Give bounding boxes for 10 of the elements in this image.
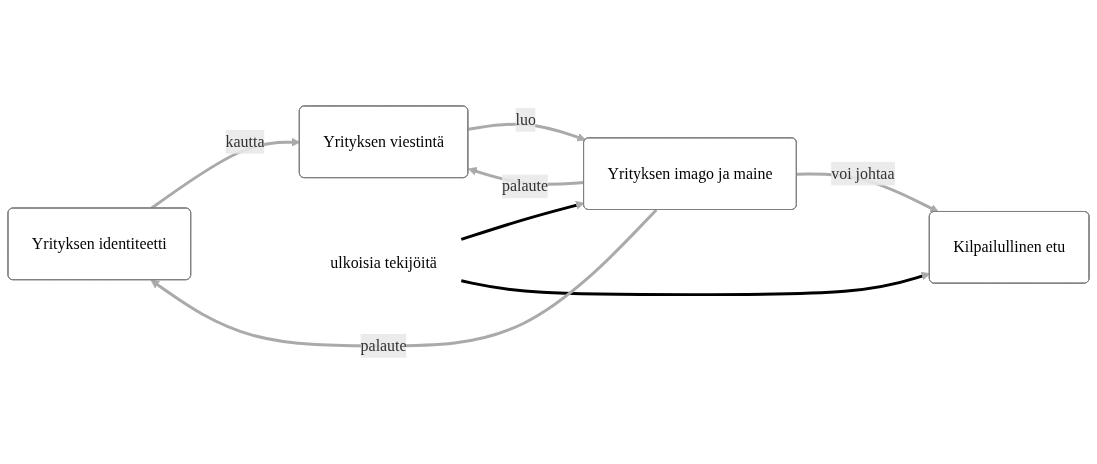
arrow [460,201,585,241]
edge-label: kautta [225,132,265,150]
edge-label: palaute [501,177,548,195]
arrow [468,122,586,142]
arrow [150,209,658,348]
edge-label: voi johtaa [831,164,895,182]
edge-label: luo [515,111,536,128]
edge-label: palaute [360,337,407,354]
node-text: ulkoisia tekijöitä [330,254,437,272]
arrow [460,271,931,297]
